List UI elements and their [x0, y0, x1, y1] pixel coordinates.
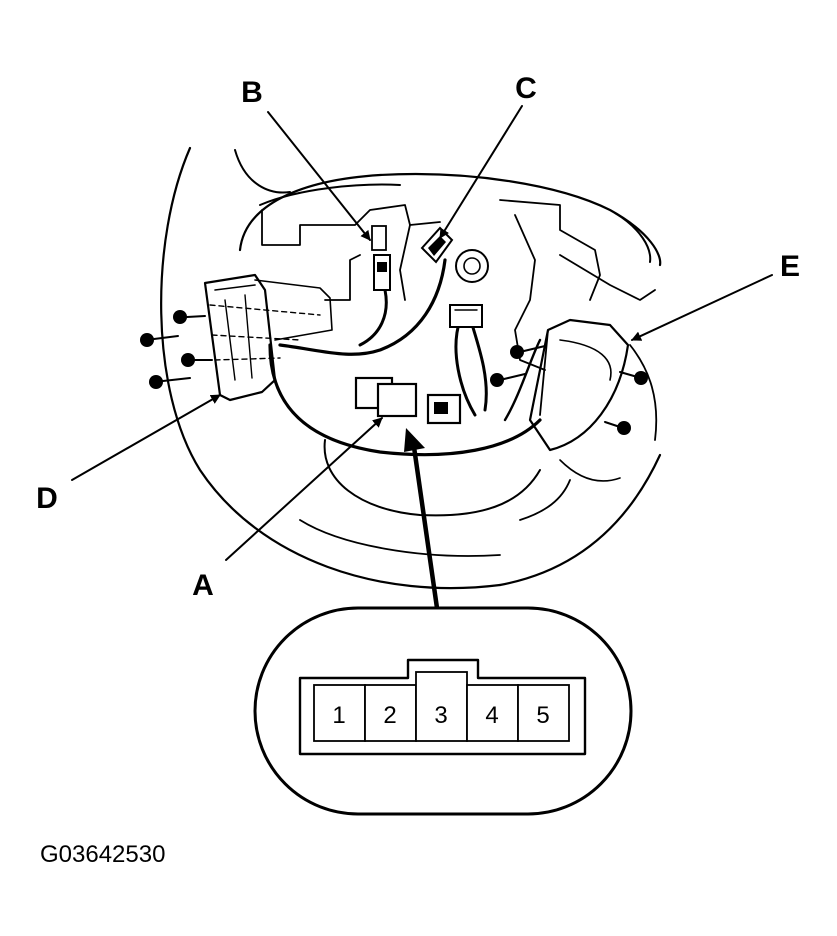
screw-icon — [173, 310, 206, 324]
callout-c: C — [515, 72, 537, 105]
callout-b: B — [241, 76, 263, 109]
figure-code: G03642530 — [40, 841, 165, 868]
steering-wheel — [160, 146, 662, 590]
callout-a: A — [192, 569, 214, 602]
connector-upper-right — [449, 304, 483, 328]
pin-label: 3 — [434, 702, 447, 729]
connector-a-pair — [354, 376, 462, 425]
connector-b — [371, 225, 391, 291]
right-screws — [490, 345, 648, 435]
pin-label: 2 — [383, 702, 396, 729]
left-screws — [140, 310, 213, 389]
wire-harness — [268, 258, 542, 457]
pin-label: 1 — [332, 702, 345, 729]
screw-icon — [619, 371, 648, 385]
screw-icon — [604, 421, 631, 435]
detail-pointer — [404, 428, 440, 611]
connector-c — [420, 226, 454, 264]
screw-icon — [149, 375, 191, 389]
callout-leaders — [71, 105, 773, 561]
screw-icon — [181, 353, 213, 367]
callout-d: D — [36, 482, 58, 515]
screw-icon — [510, 345, 546, 359]
screw-icon — [140, 333, 179, 347]
pin-label: 5 — [536, 702, 549, 729]
screw-icon — [490, 373, 526, 387]
callout-e: E — [780, 250, 800, 283]
left-switch-assembly — [203, 273, 333, 402]
pin-label: 4 — [485, 702, 498, 729]
connector-detail: 1 2 3 4 5 — [253, 606, 633, 816]
right-switch-assembly — [528, 318, 630, 452]
